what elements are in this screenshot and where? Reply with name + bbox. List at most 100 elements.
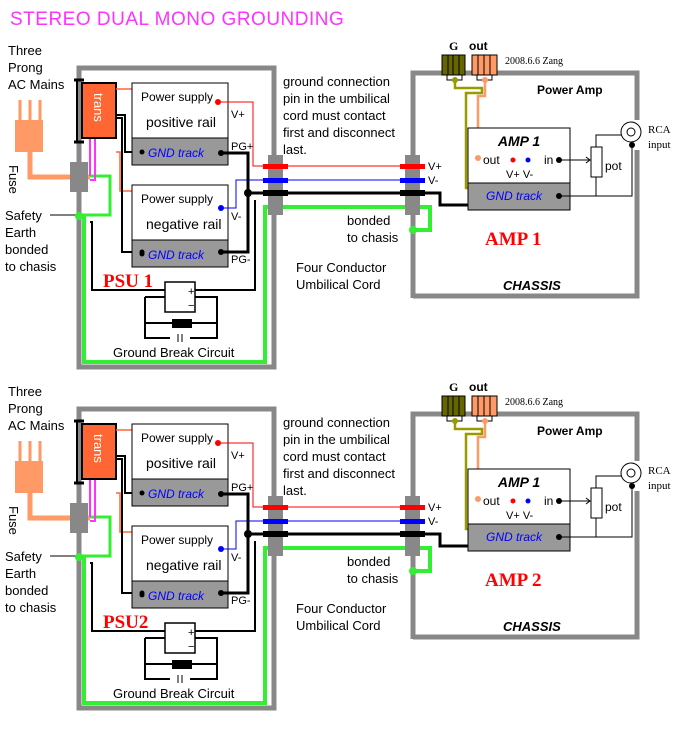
psu-pos-pg-label: PG+ (231, 141, 253, 153)
safety-earth-label: Earth (5, 225, 36, 240)
psu-neg-pg-label: PG- (231, 595, 251, 607)
bridge-minus: − (188, 300, 194, 312)
bridge-plus: + (188, 627, 194, 639)
node (629, 483, 635, 489)
umbilical-cord-label: Four Conductor (296, 601, 387, 616)
umbilical-note: cord must contact (283, 108, 386, 123)
v-minus-terminal (218, 205, 224, 211)
power-amp-label: Power Amp (537, 83, 603, 97)
transformer (81, 423, 117, 480)
v-plus-wire (218, 101, 420, 167)
amp-gnd-track-label: GND track (486, 189, 543, 203)
pot-wiper-arrow (585, 497, 591, 505)
psu-neg-box (131, 184, 229, 241)
safety-earth-label: Earth (5, 566, 36, 581)
fuse-label: Fuse (6, 165, 21, 194)
v-minus-terminal (218, 546, 224, 552)
rca-label: input (648, 139, 671, 151)
pin-v-minus (263, 178, 288, 183)
power-amp-label: Power Amp (537, 424, 603, 438)
umbilical-connector-psu (268, 155, 283, 215)
node (139, 249, 145, 255)
umbilical-note: ground connection (283, 74, 390, 89)
bonded-label: bonded (347, 213, 390, 228)
amp-v-plus-dot (510, 157, 516, 163)
umbilical-note: last. (283, 142, 307, 157)
plug-prong (38, 441, 42, 463)
psu-neg-rail: negative rail (146, 557, 222, 573)
psu-neg-gnd-track (131, 239, 229, 268)
pin-v-plus (263, 505, 288, 510)
chassis-label: CHASSIS (503, 619, 561, 634)
gnd-track-label: GND track (148, 589, 205, 603)
pg-minus-terminal (218, 590, 224, 596)
pin-v-minus (263, 519, 288, 524)
v-plus-terminal (215, 440, 221, 446)
trans-ct-neg (116, 458, 140, 594)
fuse-icon (70, 503, 88, 533)
node (452, 418, 458, 424)
amp-v-plus-dot (510, 498, 516, 504)
earth-wire-fuse (82, 515, 112, 558)
safety-earth-label: to chasis (5, 600, 57, 615)
safety-earth-label: Safety (5, 208, 42, 223)
gbc-wire-right (195, 541, 256, 632)
node (482, 77, 488, 83)
earth-wire-chassis (82, 546, 432, 705)
trans-secondary-neg (116, 492, 140, 533)
pin-ground (263, 190, 288, 196)
amp-v-minus-dot (525, 157, 531, 163)
out-terminal-label: out (469, 380, 488, 394)
transformer-label: trans (91, 434, 106, 463)
pot-ground-wire (559, 145, 633, 197)
pot-icon (590, 487, 603, 519)
umbilical-note: cord must contact (283, 449, 386, 464)
pg-plus-terminal (218, 491, 224, 497)
pot-ground-wire (559, 486, 633, 538)
gnd-track-label: GND track (148, 487, 205, 501)
psu-pos-title: Power supply (141, 431, 213, 445)
ground-break-label: Ground Break Circuit (113, 686, 235, 701)
ac-wire (90, 479, 96, 522)
speaker-out-wire (476, 80, 487, 158)
psu-neg-v-label: V- (231, 552, 242, 564)
safety-earth-label: to chasis (5, 259, 57, 274)
speaker-out-wire (476, 421, 487, 499)
bridge-rectifier-icon (164, 281, 196, 313)
resistor-icon (172, 319, 192, 328)
plug-prong (18, 100, 22, 122)
v-plus-wire (218, 442, 420, 508)
umbilical-v-minus-label: V- (428, 516, 439, 528)
umbilical-connector-amp (405, 496, 420, 556)
power-ground-wire (221, 492, 250, 595)
amp-gnd-track (467, 523, 571, 552)
gnd-track-label: GND track (148, 248, 205, 262)
psu-label: PSU 1 (103, 271, 153, 292)
umbilical-note: last. (283, 483, 307, 498)
psu-neg-v-label: V- (231, 211, 242, 223)
chassis-label: CHASSIS (503, 278, 561, 293)
pin-v-plus (263, 164, 288, 169)
amp-out-terminal (475, 155, 481, 161)
bridge-minus: − (188, 641, 194, 653)
plug-prong (18, 441, 22, 463)
amp-vpm-label: V+ V- (506, 510, 534, 522)
rca-jack-center (626, 127, 636, 137)
mains-label: Prong (8, 60, 43, 75)
pin-v-plus (400, 505, 425, 510)
resistor-icon (172, 660, 192, 669)
psu-pos-title: Power supply (141, 90, 213, 104)
rca-label: RCA (648, 465, 671, 477)
rca-label: input (648, 480, 671, 492)
pot-label: pot (605, 500, 622, 514)
psu-pos-rail: positive rail (146, 114, 216, 130)
psu-pos-box (131, 82, 229, 139)
amp-chassis-bottom (413, 491, 640, 640)
node (139, 490, 145, 496)
title: STEREO DUAL MONO GROUNDING (10, 9, 344, 30)
amp-board (467, 468, 571, 525)
pg-plus-terminal (218, 150, 224, 156)
safety-earth-point (75, 553, 83, 561)
